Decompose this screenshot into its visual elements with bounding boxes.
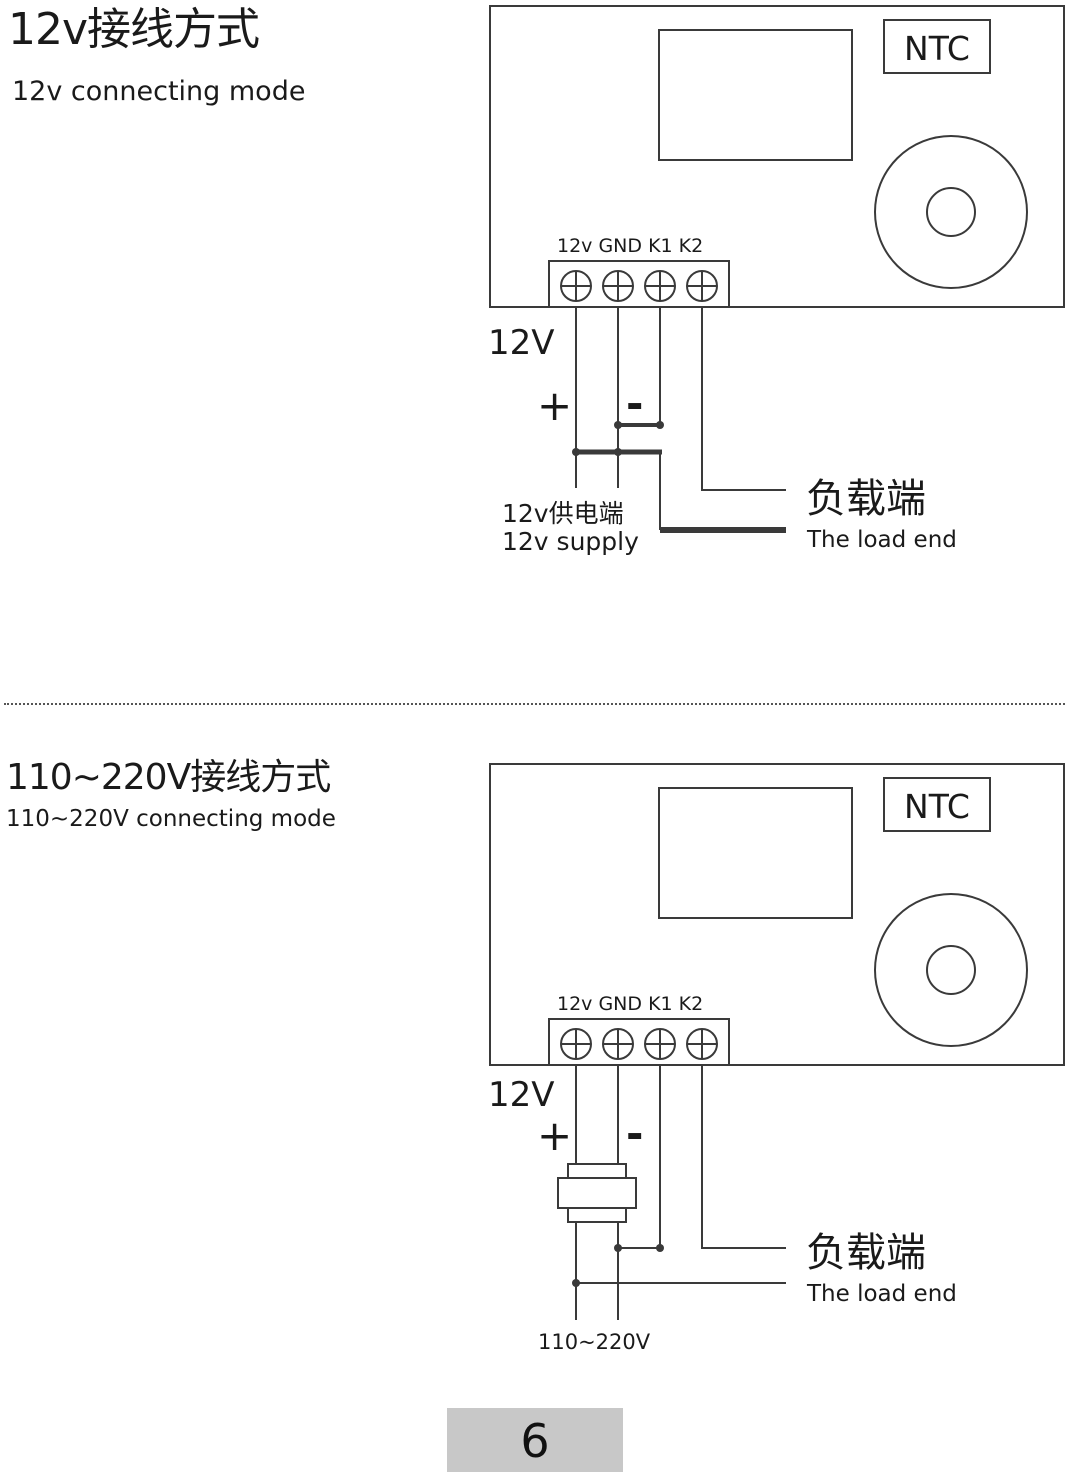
wire-junctions-12v xyxy=(572,421,664,456)
ntc-label-box xyxy=(883,777,991,832)
ntc-label: NTC xyxy=(904,787,970,826)
supply-label-cn: 12v供电端 xyxy=(502,499,624,528)
terminal-screw-k1 xyxy=(644,270,676,302)
terminal-labels: 12v GND K1 K2 xyxy=(557,235,703,257)
terminal-block xyxy=(548,1018,730,1066)
section-title-cn: 12v接线方式 xyxy=(8,4,260,55)
wires-12v xyxy=(574,307,786,533)
voltage-label: 12V xyxy=(488,323,555,363)
wiring-diagram-110-220v: NTC 12v GND K1 K2 xyxy=(488,763,1065,1354)
terminal-screw-k2 xyxy=(686,270,718,302)
section-title-cn: 110~220V接线方式 xyxy=(6,757,331,798)
load-label-cn: 负载端 xyxy=(806,476,926,522)
display-window xyxy=(658,787,853,919)
section-title-en: 12v connecting mode xyxy=(12,76,306,107)
plus-sign: + xyxy=(537,1111,572,1160)
mains-voltage-label: 110~220V xyxy=(538,1330,651,1354)
controller-body xyxy=(489,5,1065,308)
adjust-knob xyxy=(874,135,1028,289)
wires-110-220v xyxy=(575,1065,786,1320)
power-adapter xyxy=(557,1163,637,1223)
knob-center xyxy=(926,187,976,237)
ntc-label-box xyxy=(883,19,991,74)
adjust-knob xyxy=(874,893,1028,1047)
wire-junctions-110-220v xyxy=(572,1244,664,1287)
display-window xyxy=(658,29,853,161)
terminal-screw-12v xyxy=(560,270,592,302)
load-label-en: The load end xyxy=(806,1281,957,1307)
terminal-labels: 12v GND K1 K2 xyxy=(557,993,703,1015)
terminal-screw-gnd xyxy=(602,1028,634,1060)
wiring-diagram-12v: NTC 12v GND K1 K2 xyxy=(488,5,1065,556)
load-label-en: The load end xyxy=(806,527,957,553)
terminal-screw-k1 xyxy=(644,1028,676,1060)
voltage-label: 12V xyxy=(488,1075,555,1115)
plus-sign: + xyxy=(537,381,572,430)
terminal-block xyxy=(548,260,730,308)
minus-sign: - xyxy=(626,1109,643,1158)
terminal-screw-12v xyxy=(560,1028,592,1060)
section-divider xyxy=(4,703,1065,705)
terminal-screw-gnd xyxy=(602,270,634,302)
minus-sign: - xyxy=(626,379,643,428)
terminal-screw-k2 xyxy=(686,1028,718,1060)
page-number: 6 xyxy=(447,1408,623,1472)
section-title-en: 110~220V connecting mode xyxy=(6,806,336,832)
controller-body xyxy=(489,763,1065,1066)
knob-center xyxy=(926,945,976,995)
load-label-cn: 负载端 xyxy=(806,1230,926,1276)
ntc-label: NTC xyxy=(904,29,970,68)
supply-label-en: 12v supply xyxy=(502,527,639,556)
